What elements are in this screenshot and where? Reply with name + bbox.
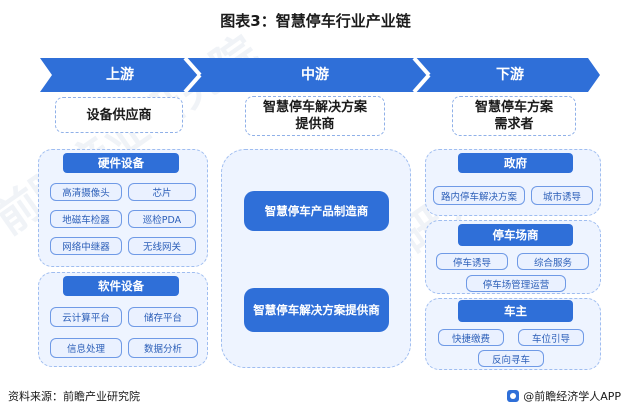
hardware-item: 巡检PDA — [128, 210, 196, 228]
hardware-item: 网络中继器 — [50, 237, 122, 255]
car-owner-item: 车位引导 — [518, 329, 584, 346]
brand-logo-icon — [507, 390, 520, 402]
parking-operator-item: 停车场管理运营 — [466, 275, 566, 292]
car-owner-item: 快捷缴费 — [438, 329, 504, 346]
brand-text: @前瞻经济学人APP — [523, 390, 621, 403]
midstream-arrow — [185, 58, 429, 92]
downstream-role-line1: 智慧停车方案 — [474, 100, 553, 115]
midstream-role-line2: 提供商 — [295, 117, 335, 132]
parking-operator-item: 综合服务 — [517, 253, 589, 270]
car-owner-label: 车主 — [458, 300, 573, 322]
stage-downstream-label: 下游 — [496, 67, 524, 83]
page-title: 图表3：智慧停车行业产业链 — [220, 12, 411, 30]
hardware-label: 硬件设备 — [63, 153, 179, 173]
government-item: 路内停车解决方案 — [433, 186, 525, 205]
hardware-item: 芯片 — [128, 183, 196, 201]
brand-footer: @前瞻经济学人APP — [507, 388, 621, 404]
hardware-item: 高清摄像头 — [50, 183, 122, 201]
midstream-group — [221, 149, 411, 368]
stage-header: 上游 中游 下游 — [40, 58, 600, 92]
car-owner-item: 反向寻车 — [478, 350, 544, 367]
midstream-item: 智慧停车产品制造商 — [244, 191, 389, 231]
parking-operator-item: 停车诱导 — [436, 253, 508, 270]
software-item: 信息处理 — [50, 338, 122, 358]
upstream-role: 设备供应商 — [55, 97, 183, 133]
midstream-role: 智慧停车解决方案 提供商 — [245, 96, 385, 136]
parking-operator-label: 停车场商 — [458, 224, 573, 246]
hardware-item: 无线网关 — [128, 237, 196, 255]
software-label: 软件设备 — [63, 276, 179, 296]
downstream-arrow — [414, 58, 600, 92]
stage-arrows — [40, 58, 600, 92]
downstream-role-line2: 需求者 — [494, 117, 534, 132]
downstream-role: 智慧停车方案 需求者 — [452, 96, 576, 136]
government-item: 城市诱导 — [531, 186, 593, 205]
source-note: 资料来源：前瞻产业研究院 — [8, 390, 140, 403]
software-item: 储存平台 — [128, 307, 198, 327]
upstream-arrow — [40, 58, 200, 92]
midstream-role-line1: 智慧停车解决方案 — [262, 100, 367, 115]
software-item: 数据分析 — [128, 338, 198, 358]
hardware-item: 地磁车检器 — [50, 210, 122, 228]
software-item: 云计算平台 — [50, 307, 122, 327]
government-label: 政府 — [458, 153, 573, 173]
midstream-item: 智慧停车解决方案提供商 — [244, 288, 389, 332]
stage-upstream-label: 上游 — [106, 67, 134, 83]
stage-midstream-label: 中游 — [301, 67, 329, 83]
